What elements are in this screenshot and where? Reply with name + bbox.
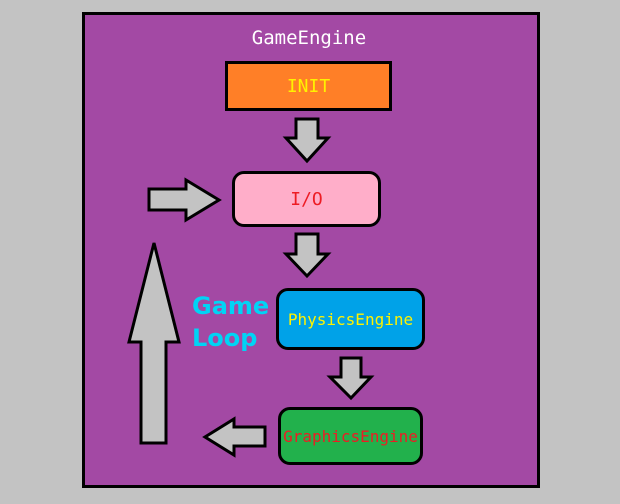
graphics-engine-node: GraphicsEngine [278,407,423,465]
init-node: INIT [225,61,392,111]
init-node-label: INIT [286,75,331,97]
physics-engine-node-label: PhysicsEngine [287,309,414,329]
arrow-io-to-physics [282,232,332,279]
arrow-physics-to-graphics [326,356,375,401]
game-loop-label-line1: Game [192,292,270,320]
io-node-label: I/O [290,188,323,210]
arrow-graphics-to-loop [202,416,267,458]
io-node: I/O [232,171,381,227]
physics-engine-node: PhysicsEngine [276,288,425,350]
arrow-init-to-io [282,117,332,164]
arrow-into-io [147,177,222,223]
game-loop-label: Game Loop [192,290,269,354]
arrow-loop-up [127,242,181,445]
game-loop-label-line2: Loop [192,324,258,352]
graphics-engine-node-label: GraphicsEngine [283,426,418,446]
diagram-title: GameEngine [251,27,367,49]
